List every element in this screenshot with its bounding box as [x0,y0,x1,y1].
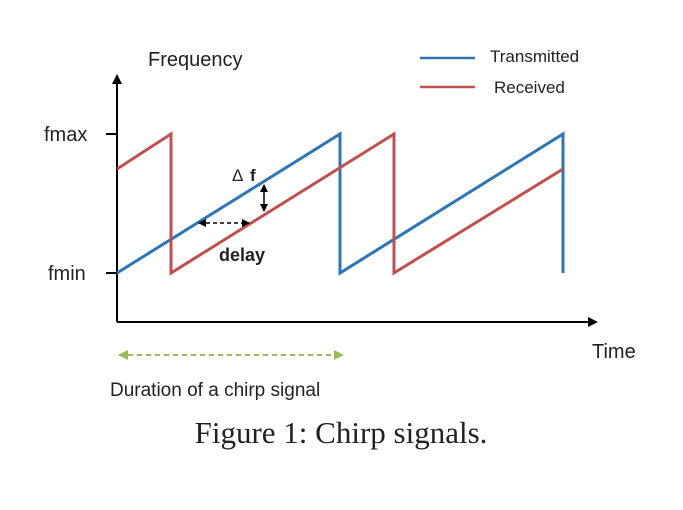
delay-label: delay [219,245,265,265]
fmin-label: fmin [48,263,86,285]
y-axis-label: Frequency [148,49,243,71]
fmax-label: fmax [44,124,87,146]
transmitted-chirp-line [116,131,565,276]
duration-label: Duration of a chirp signal [110,380,320,401]
legend-transmitted-label: Transmitted [490,47,579,66]
delta-f-label: f [250,166,256,185]
delta-symbol: Δ [232,166,243,185]
legend-received-label: Received [494,78,565,97]
received-chirp-line [116,131,564,276]
figure-caption: Figure 1: Chirp signals. [195,415,488,450]
x-axis-label: Time [592,341,636,363]
